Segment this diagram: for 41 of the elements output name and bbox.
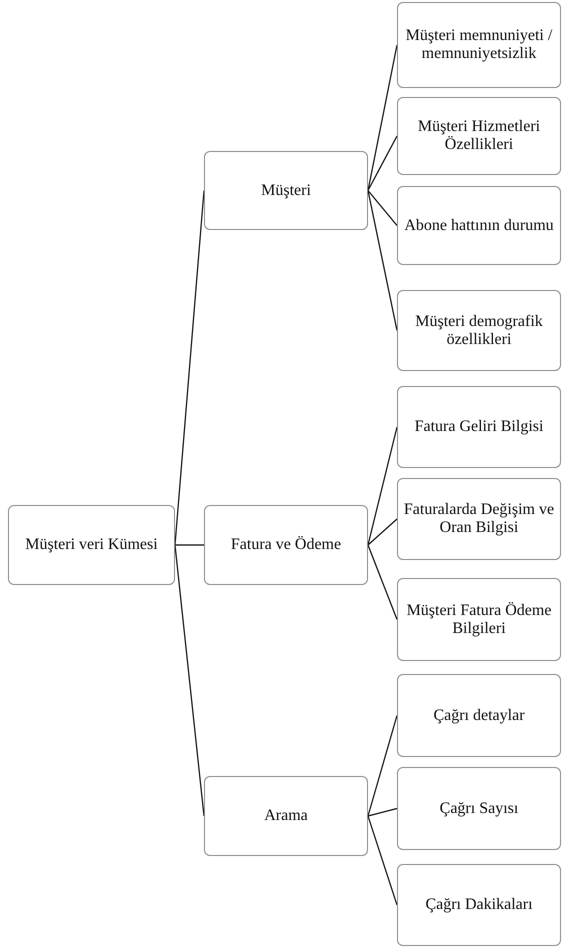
node-label: Müşteri memnuniyeti / memnuniyetsizlik [404,27,554,63]
node-label: Faturalarda Değişim ve Oran Bilgisi [402,501,556,537]
node-label: Müşteri demografik özellikleri [414,312,544,348]
text-box [204,776,368,856]
connector-line [175,544,204,546]
node-label: Fatura ve Ödeme [230,536,342,554]
connector-line [367,190,398,331]
text-box [397,97,561,175]
text-box [397,478,561,560]
node-label: Çağrı Dakikaları [425,896,533,914]
connector-line [367,715,398,816]
node-label: Çağrı Sayısı [440,800,518,818]
text-box [397,578,561,661]
node-label: Müşteri veri Kümesi [25,536,158,554]
node-label: Müşteri Hizmetleri Özellikleri [416,118,542,154]
text-box [397,2,561,88]
text-box [8,505,175,585]
connector-line [367,816,398,906]
text-box [397,674,561,757]
connector-line [368,518,398,546]
node-label: Çağrı detaylar [433,706,525,724]
node-label: Müşteri Fatura Ödeme Bilgileri [406,602,552,638]
connector-line [367,544,398,620]
text-box [397,186,561,265]
node-label: Fatura Geliri Bilgisi [414,418,544,436]
connector-line [368,808,398,817]
node-label: Müşteri [261,182,311,200]
connector-line [367,44,398,191]
connector-line [368,190,398,226]
text-box [204,151,368,230]
text-box [397,767,561,850]
connector-line [367,426,398,546]
node-label: Abone hattının durumu [404,216,554,234]
text-box [397,864,561,946]
connector-line [367,136,398,191]
text-box [397,386,561,468]
connector-line [174,544,205,816]
text-box [397,290,561,371]
node-label: Arama [264,807,308,825]
text-box [204,505,368,585]
connector-line [174,190,205,546]
